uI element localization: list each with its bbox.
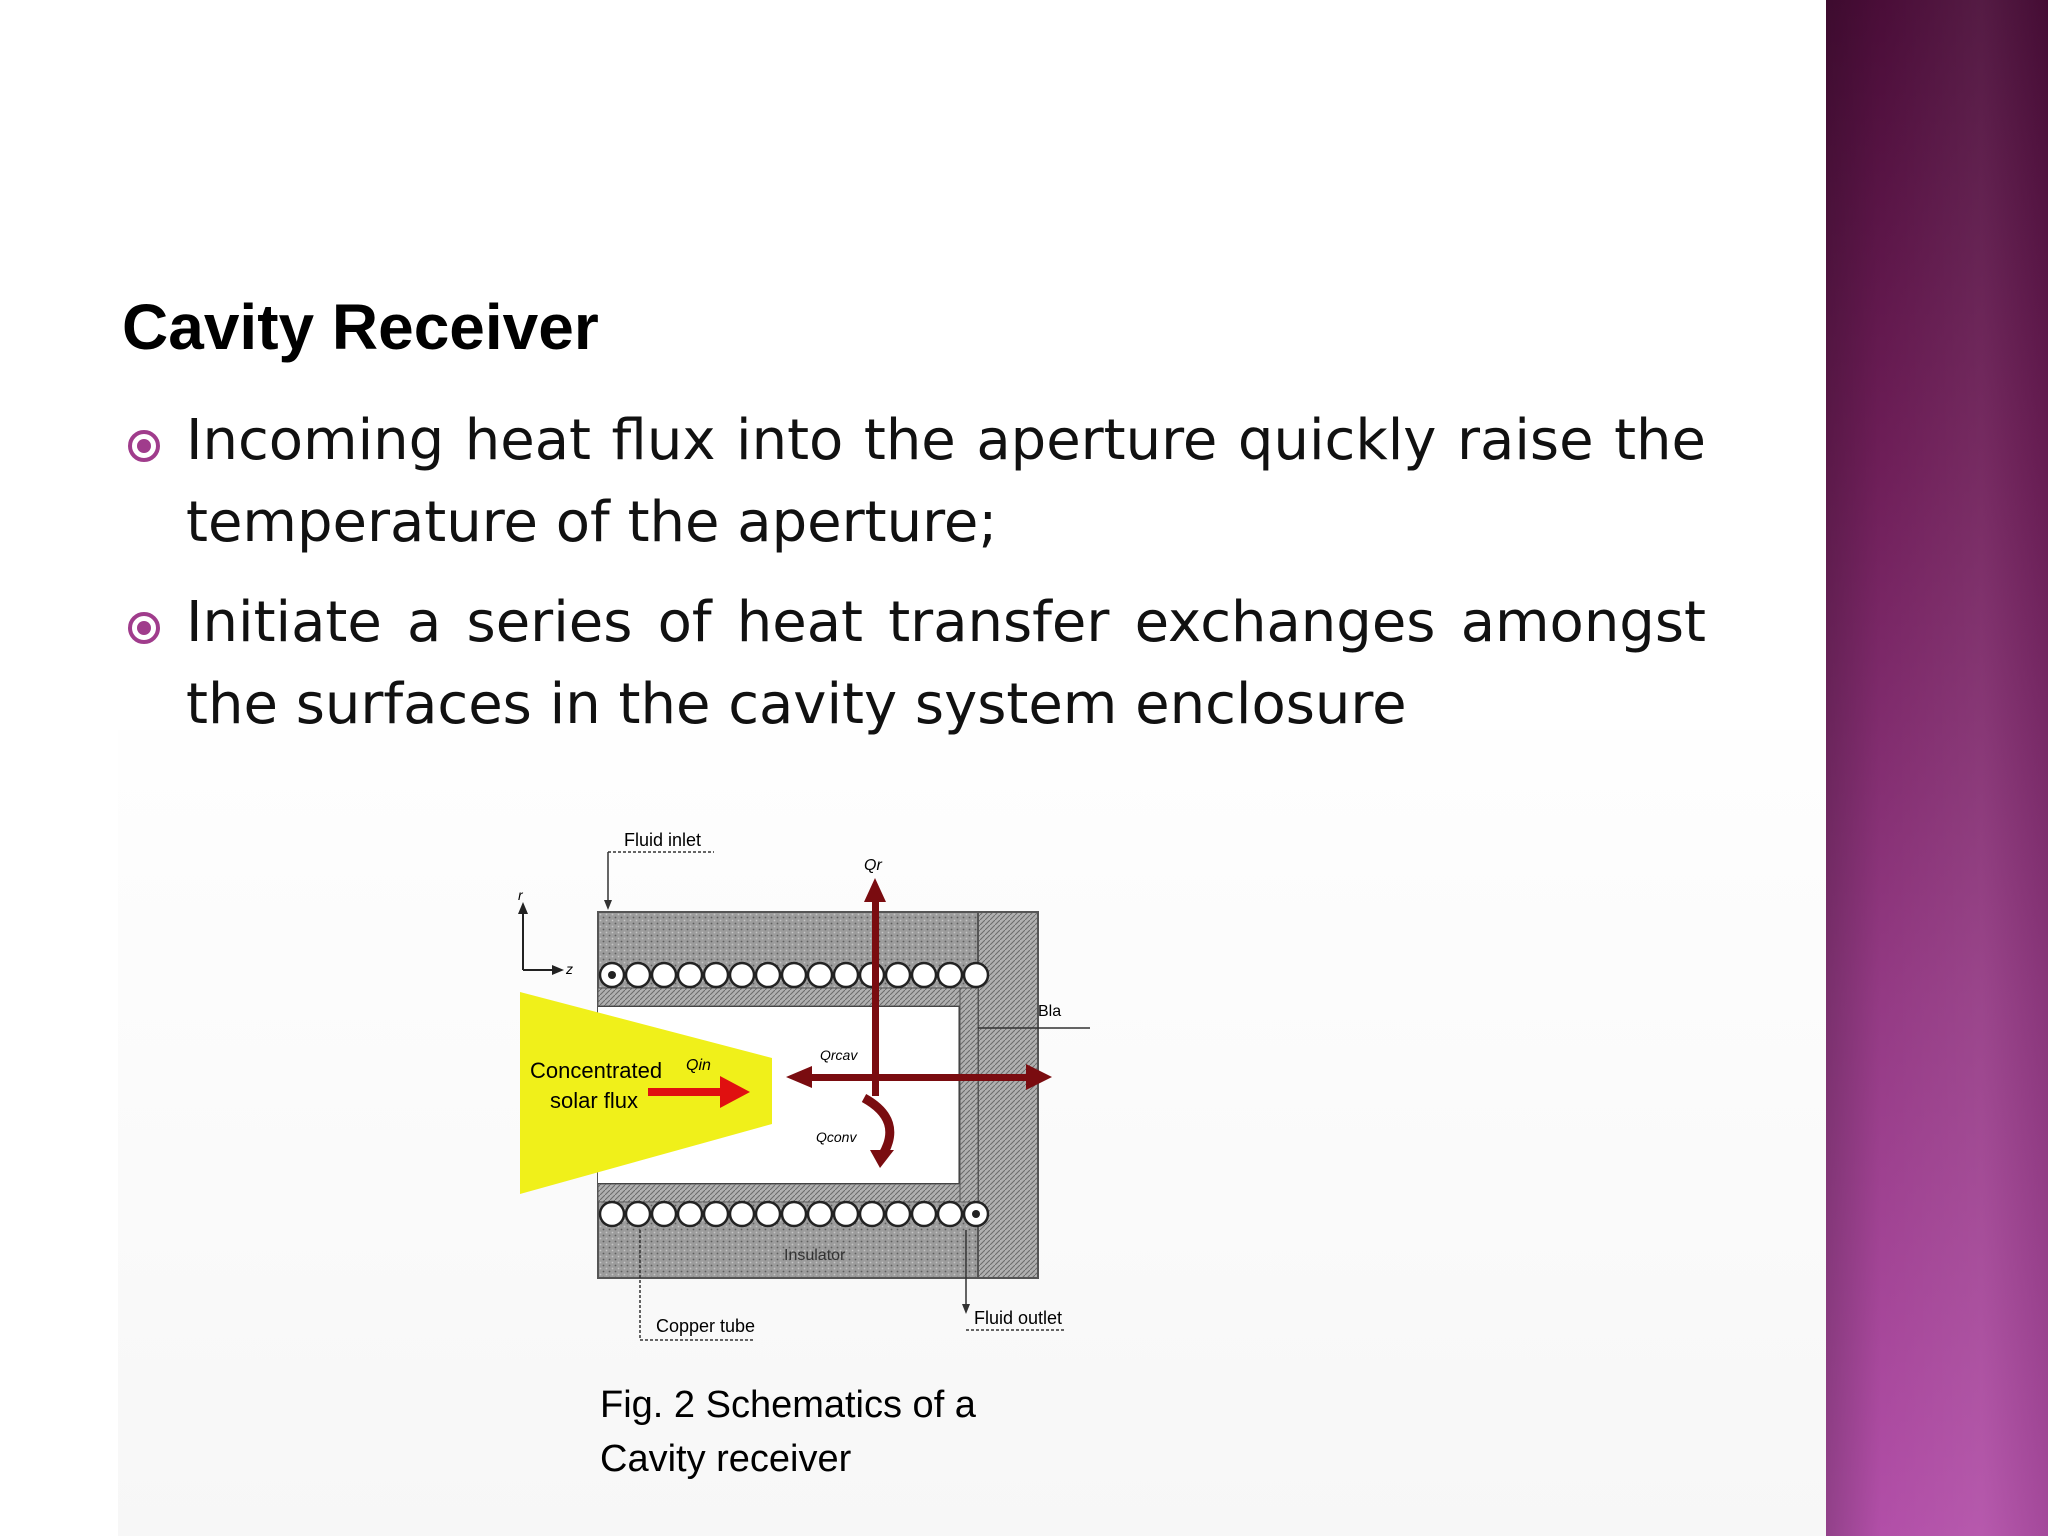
q-wall-arrow: [1026, 1064, 1052, 1090]
q-r-label: Qr: [864, 857, 882, 874]
concentrated-label: Concentrated: [530, 1058, 662, 1083]
q-conv-arrow: [861, 1094, 895, 1159]
q-rcav-arrow: [786, 1066, 812, 1088]
fluid-outlet-label: Fluid outlet: [974, 1308, 1062, 1328]
top-tube-row: [598, 961, 990, 989]
black-wall-label: Bla: [1038, 1003, 1061, 1020]
axis-indicator: r z: [518, 887, 573, 977]
figure-caption: Fig. 2 Schematics of a Cavity receiver: [600, 1378, 976, 1486]
solar-flux-label: solar flux: [550, 1088, 638, 1113]
bullet-list: Incoming heat flux into the aperture qui…: [126, 400, 1706, 764]
bottom-tube-row: [598, 1200, 990, 1228]
caption-line-1: Fig. 2 Schematics of a: [600, 1384, 976, 1426]
bullet-item: Incoming heat flux into the aperture qui…: [126, 400, 1706, 564]
axis-r-label: r: [518, 887, 524, 903]
q-rcav-label: Qrcav: [820, 1047, 858, 1063]
axis-z-label: z: [565, 961, 573, 977]
q-in-label: Qin: [686, 1057, 711, 1074]
q-r-arrow: [864, 878, 886, 902]
solar-flux-beam: [520, 992, 772, 1194]
slide-title: Cavity Receiver: [122, 291, 599, 363]
caption-line-2: Cavity receiver: [600, 1438, 852, 1480]
circle-dot-bullet-icon: [128, 612, 160, 644]
insulator-label: Insulator: [784, 1247, 846, 1264]
circle-dot-bullet-icon: [128, 430, 160, 462]
q-in-arrow: [648, 1076, 750, 1108]
q-conv-label: Qconv: [816, 1129, 857, 1145]
bullet-text: Incoming heat flux into the aperture qui…: [186, 408, 1706, 555]
fluid-inlet-label: Fluid inlet: [624, 830, 701, 850]
cavity-receiver-schematic: r z: [518, 830, 1090, 1341]
copper-tube-label: Copper tube: [656, 1316, 755, 1336]
decorative-side-band: [1826, 0, 2048, 1536]
back-wall: [977, 911, 1039, 1279]
bullet-text: Initiate a series of heat transfer excha…: [186, 590, 1706, 737]
bullet-item: Initiate a series of heat transfer excha…: [126, 582, 1706, 746]
